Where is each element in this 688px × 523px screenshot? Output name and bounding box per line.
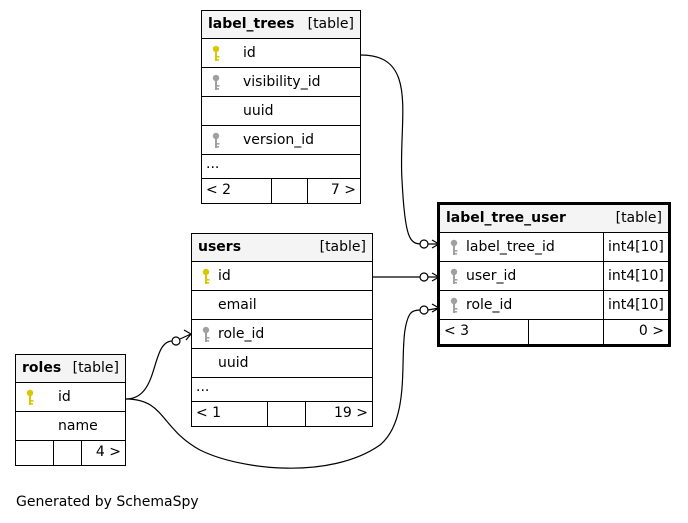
foreign-key-icon (212, 74, 220, 90)
column-name: label_tree_id (466, 239, 555, 255)
table-header: label_trees [table] (202, 11, 360, 39)
children-count: 4 > (95, 444, 121, 460)
table-name: users (198, 239, 242, 255)
column-name: uuid (218, 355, 249, 371)
column-name: visibility_id (243, 74, 321, 90)
column-row[interactable]: id (192, 262, 372, 291)
parents-count: < 2 (206, 182, 232, 198)
column-row[interactable]: name (16, 412, 125, 441)
column-row[interactable]: role_id (192, 320, 372, 349)
parents-count: < 1 (196, 405, 222, 421)
generated-by-credit: Generated by SchemaSpy (16, 494, 199, 510)
table-footer: < 2 7 > (202, 179, 360, 203)
edge-roles-to-users (125, 340, 173, 400)
ellipsis: ... (206, 156, 220, 172)
edge-label-trees-to-label-tree-user (360, 54, 423, 245)
children-count: 0 > (638, 323, 664, 339)
table-tag: [table] (72, 360, 119, 376)
column-name: name (58, 418, 98, 434)
table-footer: < 1 19 > (192, 402, 372, 426)
primary-key-icon (202, 268, 210, 284)
children-count: 19 > (334, 405, 368, 421)
parents-cell (16, 441, 53, 465)
foreign-key-icon (450, 297, 458, 313)
spacer-cell (267, 402, 305, 426)
table-label-tree-user[interactable]: label_tree_user [table] label_tree_id in… (437, 202, 671, 347)
column-name: email (218, 297, 257, 313)
column-row[interactable]: label_tree_id int4[10] (440, 233, 668, 262)
column-row[interactable]: role_id int4[10] (440, 291, 668, 320)
spacer-cell (528, 320, 603, 344)
more-columns: ... (192, 378, 372, 402)
column-type: int4[10] (603, 262, 668, 290)
column-name: role_id (466, 297, 513, 313)
column-type: int4[10] (603, 233, 668, 261)
table-name: label_trees (208, 16, 295, 32)
foreign-key-icon (450, 268, 458, 284)
table-roles[interactable]: roles [table] id name 4 > (15, 354, 126, 466)
column-row[interactable]: id (202, 39, 360, 68)
primary-key-icon (212, 45, 220, 61)
more-columns: ... (202, 155, 360, 179)
foreign-key-icon (202, 326, 210, 342)
column-name: user_id (466, 268, 517, 284)
table-tag: [table] (307, 16, 354, 32)
column-name: id (243, 45, 256, 61)
children-cell[interactable]: 7 > (307, 179, 360, 203)
table-footer: < 3 0 > (440, 320, 668, 344)
table-header: label_tree_user [table] (440, 205, 668, 233)
table-name: label_tree_user (446, 210, 566, 226)
children-cell[interactable]: 4 > (81, 441, 125, 465)
table-label-trees[interactable]: label_trees [table] id visibility_id uui… (201, 10, 361, 204)
column-row[interactable]: user_id int4[10] (440, 262, 668, 291)
ellipsis: ... (196, 379, 210, 395)
column-name: version_id (243, 132, 315, 148)
column-row[interactable]: version_id (202, 126, 360, 155)
primary-key-icon (26, 389, 34, 405)
children-cell[interactable]: 0 > (603, 320, 668, 344)
children-cell[interactable]: 19 > (305, 402, 372, 426)
column-name: id (58, 389, 71, 405)
table-tag: [table] (615, 210, 662, 226)
edge-roles-to-label-tree-user (125, 309, 421, 469)
column-name: role_id (218, 326, 265, 342)
table-users[interactable]: users [table] id email role_id uuid ... … (191, 233, 373, 427)
column-row[interactable]: uuid (202, 97, 360, 126)
column-row[interactable]: id (16, 383, 125, 412)
foreign-key-icon (212, 132, 220, 148)
spacer-cell (271, 179, 307, 203)
table-tag: [table] (319, 239, 366, 255)
foreign-key-icon (450, 239, 458, 255)
table-header: users [table] (192, 234, 372, 262)
column-row[interactable]: uuid (192, 349, 372, 378)
parents-cell[interactable]: < 1 (192, 402, 267, 426)
parents-cell[interactable]: < 3 (440, 320, 528, 344)
table-name: roles (22, 360, 62, 376)
column-row[interactable]: visibility_id (202, 68, 360, 97)
column-name: uuid (243, 103, 274, 119)
column-type: int4[10] (603, 291, 668, 319)
parents-count: < 3 (444, 323, 470, 339)
column-name: id (218, 268, 231, 284)
children-count: 7 > (330, 182, 356, 198)
spacer-cell (53, 441, 81, 465)
parents-cell[interactable]: < 2 (202, 179, 271, 203)
column-row[interactable]: email (192, 291, 372, 320)
table-header: roles [table] (16, 355, 125, 383)
table-footer: 4 > (16, 441, 125, 465)
